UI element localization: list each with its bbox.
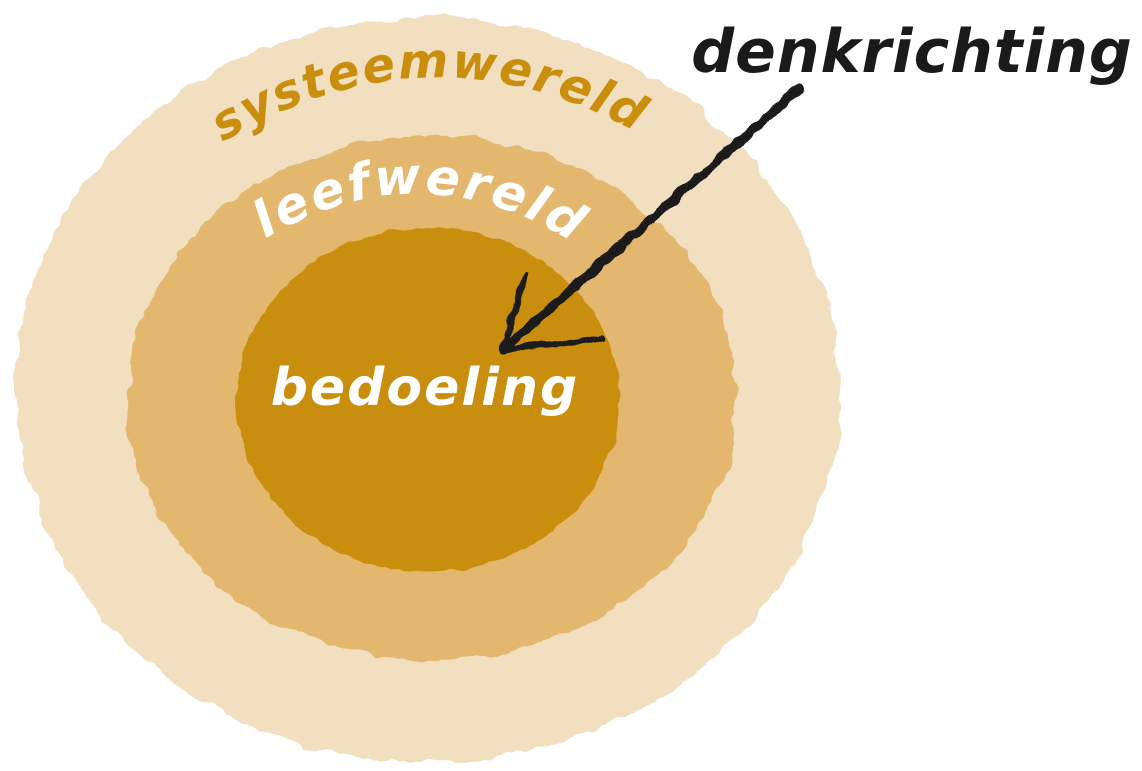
- ring-inner-bedoeling: [236, 228, 620, 572]
- arrow-head-right: [499, 335, 605, 353]
- label-denkrichting: denkrichting: [691, 17, 1133, 87]
- label-bedoeling: bedoeling: [271, 358, 580, 418]
- arrow-head-left: [499, 272, 529, 353]
- denkrichting-arrow: [499, 83, 805, 353]
- arrow-shaft-stroke2: [510, 98, 792, 346]
